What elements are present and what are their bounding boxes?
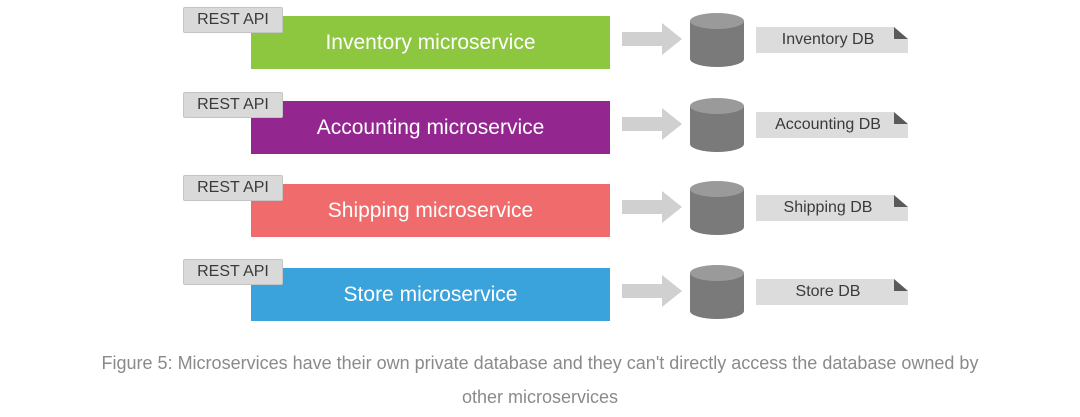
right-arrow-icon — [622, 275, 682, 307]
right-arrow-icon — [622, 108, 682, 140]
service-box-store: Store microservice — [251, 268, 610, 321]
db-label-text: Accounting DB — [775, 116, 881, 133]
rest-api-tag: REST API — [183, 175, 283, 201]
right-arrow-icon — [622, 23, 682, 55]
db-label-tag-shape — [756, 195, 908, 221]
service-row-accounting: REST API Accounting microservice Account… — [0, 92, 1080, 172]
caption-line-2: other microservices — [461, 387, 619, 407]
db-label-shipping: Shipping DB — [756, 195, 908, 221]
service-row-store: REST API Store microservice Store DB — [0, 259, 1080, 339]
service-box-inventory: Inventory microservice — [251, 16, 610, 69]
right-arrow-icon — [622, 191, 682, 223]
db-label-tag-shape — [756, 27, 908, 53]
db-label-text: Store DB — [795, 283, 861, 300]
db-label-inventory: Inventory DB — [756, 27, 908, 53]
service-box-accounting: Accounting microservice — [251, 101, 610, 154]
db-label-accounting: Accounting DB — [756, 112, 908, 138]
db-label-store: Store DB — [756, 279, 908, 305]
rest-api-tag: REST API — [183, 7, 283, 33]
rest-api-tag: REST API — [183, 92, 283, 118]
db-label-text: Shipping DB — [783, 199, 873, 216]
db-label-tag-shape — [756, 112, 908, 138]
service-box-shipping: Shipping microservice — [251, 184, 610, 237]
caption-line-1: Figure 5: Microservices have their own p… — [101, 353, 979, 373]
service-row-inventory: REST API Inventory microservice Inventor… — [0, 7, 1080, 87]
database-icon — [690, 98, 744, 152]
database-icon — [690, 13, 744, 67]
database-icon — [690, 181, 744, 235]
db-label-text: Inventory DB — [781, 31, 875, 48]
database-icon — [690, 265, 744, 319]
service-row-shipping: REST API Shipping microservice Shipping … — [0, 175, 1080, 255]
rest-api-tag: REST API — [183, 259, 283, 285]
db-label-tag-shape — [756, 279, 908, 305]
figure-caption: Figure 5: Microservices have their own p… — [40, 346, 1040, 414]
